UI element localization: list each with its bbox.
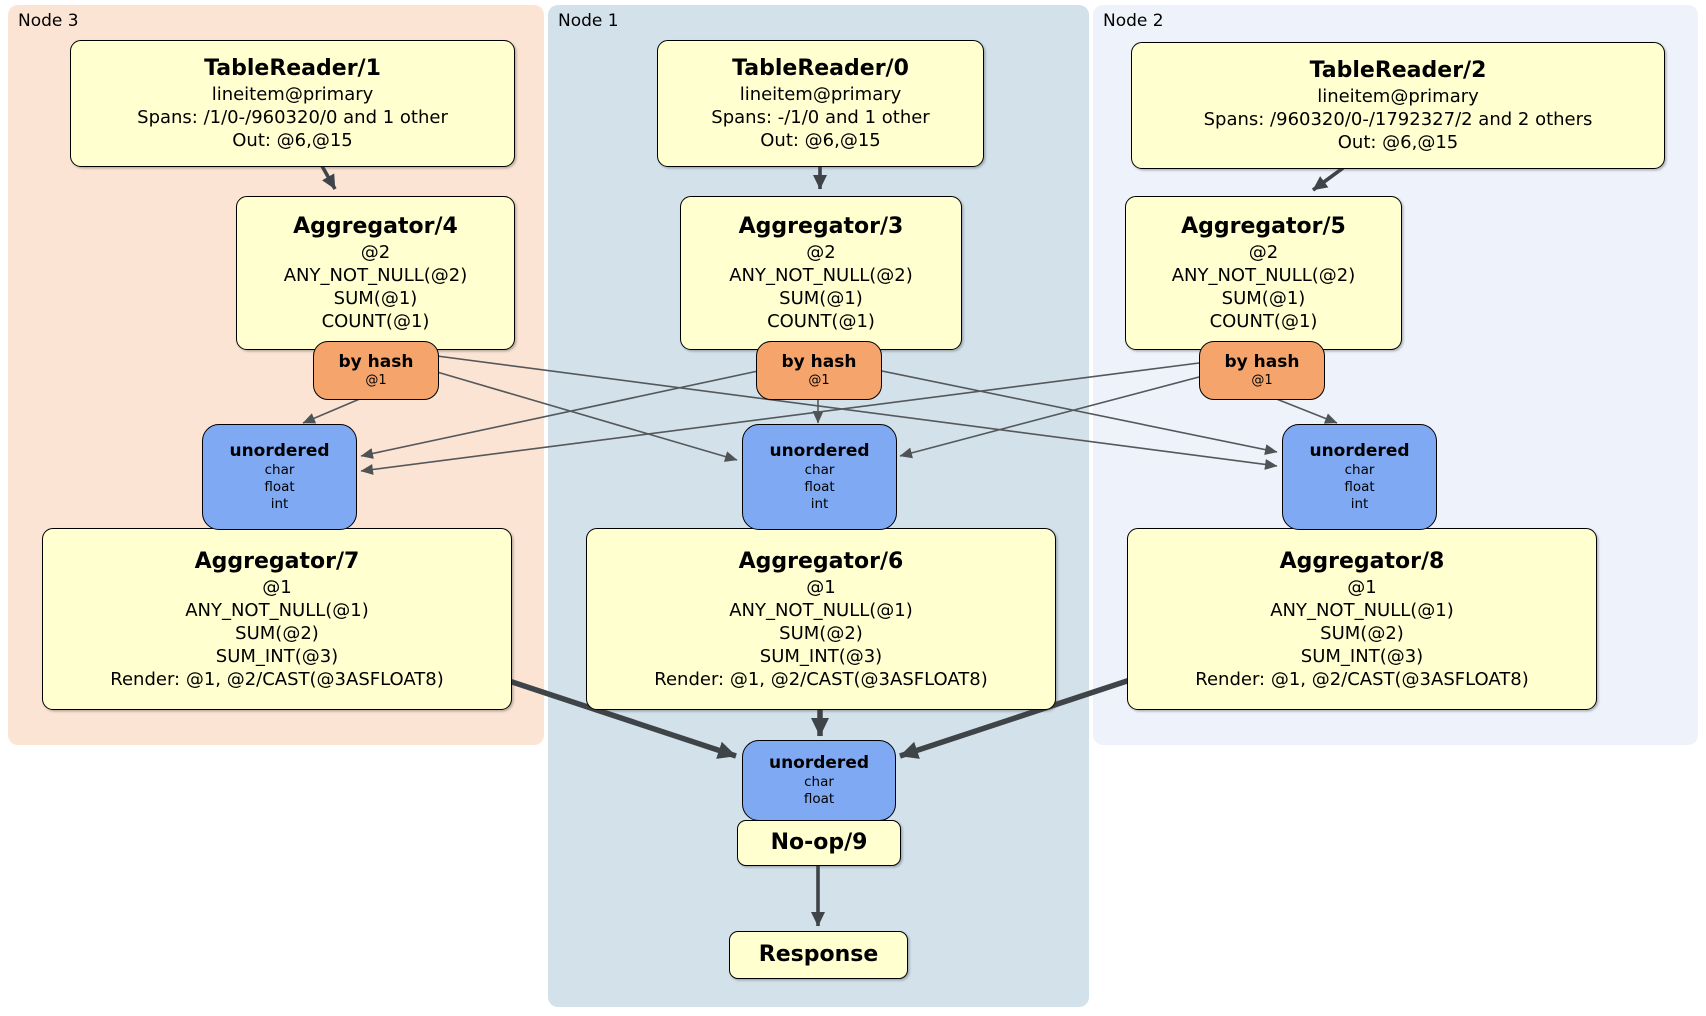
agg-group-cols: @2 [1248,242,1279,263]
processor-title: Aggregator/6 [738,548,904,574]
processor-title: Aggregator/8 [1279,548,1445,574]
agg-render: Render: @1, @2/CAST(@3ASFLOAT8) [110,668,444,690]
agg-group-cols: @1 [1347,576,1377,598]
agg-fn: SUM_INT(@3) [215,645,339,667]
router-by-hash-node2: by hash @1 [1199,341,1325,400]
processor-out: Out: @6,@15 [1337,132,1459,153]
agg-fn: ANY_NOT_NULL(@2) [729,265,913,286]
processor-title: TableReader/2 [1309,58,1487,83]
processor-title: TableReader/1 [204,56,381,81]
agg-render: Render: @1, @2/CAST(@3ASFLOAT8) [654,668,988,690]
processor-aggregator-4: Aggregator/4 @2 ANY_NOT_NULL(@2) SUM(@1)… [236,196,515,350]
processor-out: Out: @6,@15 [760,130,881,151]
processor-title: TableReader/0 [732,56,909,81]
agg-fn: ANY_NOT_NULL(@2) [1171,265,1356,286]
node-region-2-label: Node 2 [1103,11,1164,31]
sync-col-type: int [270,496,289,512]
router-cols: @1 [365,373,387,388]
sync-unordered-node3: unordered char float int [202,424,357,530]
sync-col-type: float [1344,479,1375,495]
processor-aggregator-5: Aggregator/5 @2 ANY_NOT_NULL(@2) SUM(@1)… [1125,196,1402,350]
agg-fn: SUM_INT(@3) [1300,645,1424,667]
processor-tablereader-2: TableReader/2 lineitem@primary Spans: /9… [1131,42,1665,169]
sync-unordered-final: unordered char float [742,740,896,821]
processor-title: Aggregator/3 [738,214,904,239]
router-by-hash-node1: by hash @1 [756,341,882,400]
processor-index: lineitem@primary [1317,86,1479,107]
router-title: by hash [338,352,414,372]
agg-fn: SUM(@1) [1221,288,1306,309]
agg-fn: SUM(@1) [333,288,418,309]
agg-fn: ANY_NOT_NULL(@2) [283,265,468,286]
response-box: Response [729,931,908,979]
processor-aggregator-8: Aggregator/8 @1 ANY_NOT_NULL(@1) SUM(@2)… [1127,528,1597,710]
processor-tablereader-0: TableReader/0 lineitem@primary Spans: -/… [657,40,984,167]
processor-title: Aggregator/4 [293,214,458,239]
processor-aggregator-6: Aggregator/6 @1 ANY_NOT_NULL(@1) SUM(@2)… [586,528,1056,710]
agg-fn: SUM(@2) [779,622,863,644]
agg-fn: ANY_NOT_NULL(@1) [185,599,369,621]
router-cols: @1 [1251,373,1273,388]
sync-unordered-node1: unordered char float int [742,424,897,530]
agg-group-cols: @1 [262,576,292,598]
agg-render: Render: @1, @2/CAST(@3ASFLOAT8) [1195,668,1529,690]
router-by-hash-node3: by hash @1 [313,341,439,400]
agg-group-cols: @1 [806,576,836,598]
processor-aggregator-7: Aggregator/7 @1 ANY_NOT_NULL(@1) SUM(@2)… [42,528,512,710]
processor-index: lineitem@primary [739,84,902,105]
agg-fn: SUM(@2) [1320,622,1404,644]
processor-out: Out: @6,@15 [232,130,353,151]
sync-col-type: int [1350,496,1369,512]
processor-title: Aggregator/5 [1181,214,1346,239]
agg-group-cols: @2 [360,242,391,263]
sync-col-type: int [810,496,829,512]
sync-unordered-node2: unordered char float int [1282,424,1437,530]
router-title: by hash [781,352,857,372]
agg-fn: ANY_NOT_NULL(@1) [1270,599,1454,621]
node-region-1-label: Node 1 [558,11,619,31]
sync-title: unordered [1309,441,1410,461]
sync-col-type: float [803,791,835,807]
agg-fn: COUNT(@1) [321,311,430,332]
sync-title: unordered [769,441,870,461]
processor-index: lineitem@primary [211,84,374,105]
agg-fn: SUM(@2) [235,622,319,644]
agg-fn: SUM_INT(@3) [759,645,883,667]
router-cols: @1 [808,373,830,388]
sync-col-type: char [264,462,295,478]
agg-fn: ANY_NOT_NULL(@1) [729,599,913,621]
agg-fn: COUNT(@1) [767,311,875,332]
processor-aggregator-3: Aggregator/3 @2 ANY_NOT_NULL(@2) SUM(@1)… [680,196,962,350]
processor-spans: Spans: /1/0-/960320/0 and 1 other [137,107,448,128]
agg-fn: SUM(@1) [779,288,863,309]
sync-col-type: float [264,479,295,495]
router-title: by hash [1224,352,1300,372]
processor-title: No-op/9 [770,830,868,855]
processor-tablereader-1: TableReader/1 lineitem@primary Spans: /1… [70,40,515,167]
sync-col-type: char [804,774,834,790]
agg-fn: COUNT(@1) [1209,311,1318,332]
processor-spans: Spans: -/1/0 and 1 other [711,107,930,128]
sync-col-type: float [804,479,835,495]
sync-title: unordered [229,441,330,461]
response-title: Response [758,942,879,967]
agg-group-cols: @2 [806,242,836,263]
sync-col-type: char [1344,462,1375,478]
node-region-3-label: Node 3 [18,11,79,31]
sync-col-type: char [804,462,835,478]
sync-title: unordered [768,753,870,773]
processor-noop-9: No-op/9 [737,820,901,866]
processor-spans: Spans: /960320/0-/1792327/2 and 2 others [1203,109,1593,130]
processor-title: Aggregator/7 [194,548,360,574]
